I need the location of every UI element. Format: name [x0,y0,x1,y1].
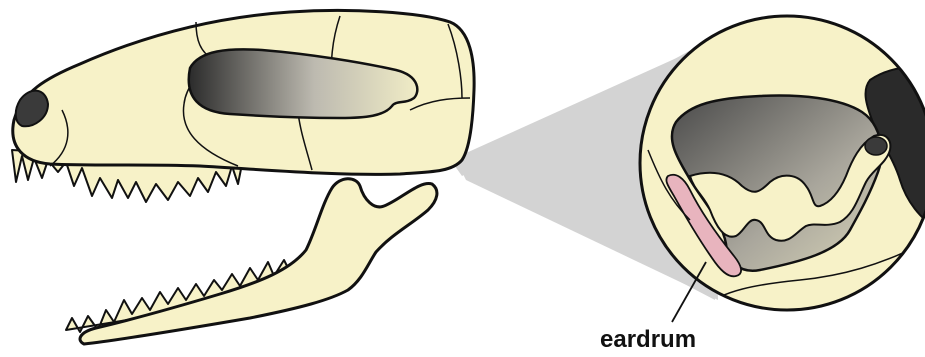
magnified-ear-view [640,16,925,310]
skull [12,10,474,202]
ear-canal-opening [865,137,887,155]
lower-jaw [66,179,437,344]
eardrum-label: eardrum [600,326,696,353]
jaw-outline [80,179,437,344]
